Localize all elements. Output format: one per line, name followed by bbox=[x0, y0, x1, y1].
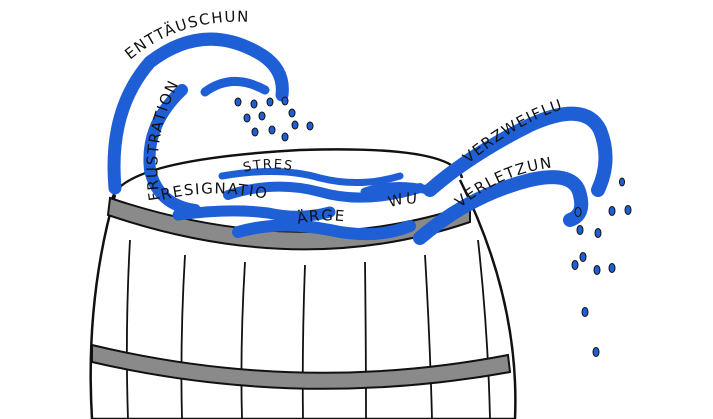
wave-curl-cap bbox=[200, 77, 270, 97]
wave-resignation bbox=[172, 205, 336, 222]
wave-verzweiflung bbox=[423, 106, 613, 197]
wave-frustration bbox=[143, 84, 201, 216]
wave-enttaeuschung bbox=[107, 32, 289, 195]
barrel-rim bbox=[110, 148, 464, 201]
droplets-left bbox=[234, 96, 314, 142]
wave-wut bbox=[360, 181, 433, 197]
barrel bbox=[89, 148, 517, 419]
droplets-right bbox=[571, 177, 632, 357]
barrel-bottom-band bbox=[91, 343, 512, 390]
barrel-staves bbox=[125, 239, 491, 419]
label-verletzung: VERLETZUNG bbox=[0, 0, 554, 211]
wave-middle bbox=[223, 181, 425, 203]
wave-verletzung bbox=[413, 170, 589, 245]
wave-stress bbox=[218, 168, 404, 186]
wave-aerger bbox=[232, 219, 416, 241]
emotion-waves bbox=[107, 32, 613, 245]
label-enttaeuschung: ENTTÄUSCHUNG bbox=[0, 0, 250, 63]
